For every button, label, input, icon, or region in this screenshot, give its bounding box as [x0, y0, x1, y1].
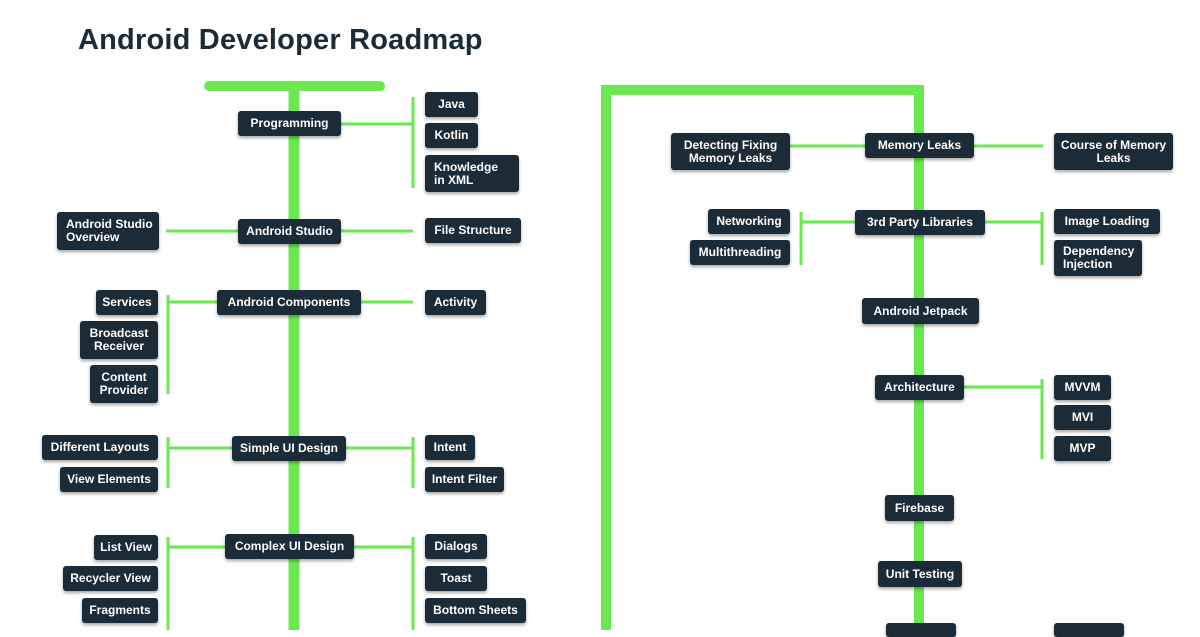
node-image-loading[interactable]: Image Loading: [1054, 209, 1160, 234]
node-multithreading[interactable]: Multithreading: [690, 240, 790, 265]
node-programming[interactable]: Programming: [238, 111, 341, 136]
node-android-components[interactable]: Android Components: [217, 290, 361, 315]
node-fragments[interactable]: Fragments: [82, 598, 158, 623]
node-3rd-party-libraries[interactable]: 3rd Party Libraries: [855, 210, 985, 235]
node-architecture[interactable]: Architecture: [875, 375, 964, 400]
node-complex-ui-design[interactable]: Complex UI Design: [225, 534, 354, 559]
page-title: Android Developer Roadmap: [78, 24, 483, 56]
node-dependency-injection[interactable]: Dependency Injection: [1054, 240, 1142, 276]
node-broadcast-receiver[interactable]: Broadcast Receiver: [80, 321, 158, 359]
node-firebase[interactable]: Firebase: [885, 495, 954, 521]
node-kotlin[interactable]: Kotlin: [425, 123, 478, 148]
node-activity[interactable]: Activity: [425, 290, 486, 315]
node-java[interactable]: Java: [425, 92, 478, 117]
node-simple-ui-design[interactable]: Simple UI Design: [232, 436, 346, 461]
node-dialogs[interactable]: Dialogs: [425, 534, 487, 559]
node-recycler-view[interactable]: Recycler View: [63, 566, 158, 591]
node-networking[interactable]: Networking: [708, 209, 790, 234]
node-memory-leaks[interactable]: Memory Leaks: [865, 133, 974, 158]
node-unit-testing[interactable]: Unit Testing: [878, 561, 962, 587]
node-knowledge-in-xml[interactable]: Knowledge in XML: [425, 155, 519, 192]
node-mvvm[interactable]: MVVM: [1054, 375, 1111, 400]
right-frame-line: [601, 85, 924, 630]
node-toast[interactable]: Toast: [425, 566, 487, 591]
node-partial-cutoff: [886, 623, 956, 637]
node-detecting-fixing-memory-leaks[interactable]: Detecting Fixing Memory Leaks: [671, 133, 790, 170]
node-android-studio[interactable]: Android Studio: [238, 219, 341, 244]
node-view-elements[interactable]: View Elements: [60, 467, 158, 492]
node-partial-cutoff: [1054, 623, 1124, 637]
node-different-layouts[interactable]: Different Layouts: [42, 435, 158, 460]
node-content-provider[interactable]: Content Provider: [90, 365, 158, 403]
node-list-view[interactable]: List View: [94, 535, 158, 560]
node-bottom-sheets[interactable]: Bottom Sheets: [425, 598, 526, 623]
node-mvp[interactable]: MVP: [1054, 436, 1111, 461]
node-mvi[interactable]: MVI: [1054, 405, 1111, 430]
node-intent[interactable]: Intent: [425, 435, 475, 460]
node-course-of-memory-leaks[interactable]: Course of Memory Leaks: [1054, 133, 1173, 170]
node-android-jetpack[interactable]: Android Jetpack: [862, 298, 979, 324]
node-intent-filter[interactable]: Intent Filter: [425, 467, 504, 492]
node-android-studio-overview[interactable]: Android Studio Overview: [57, 212, 159, 250]
node-file-structure[interactable]: File Structure: [425, 218, 521, 243]
node-services[interactable]: Services: [96, 290, 158, 315]
